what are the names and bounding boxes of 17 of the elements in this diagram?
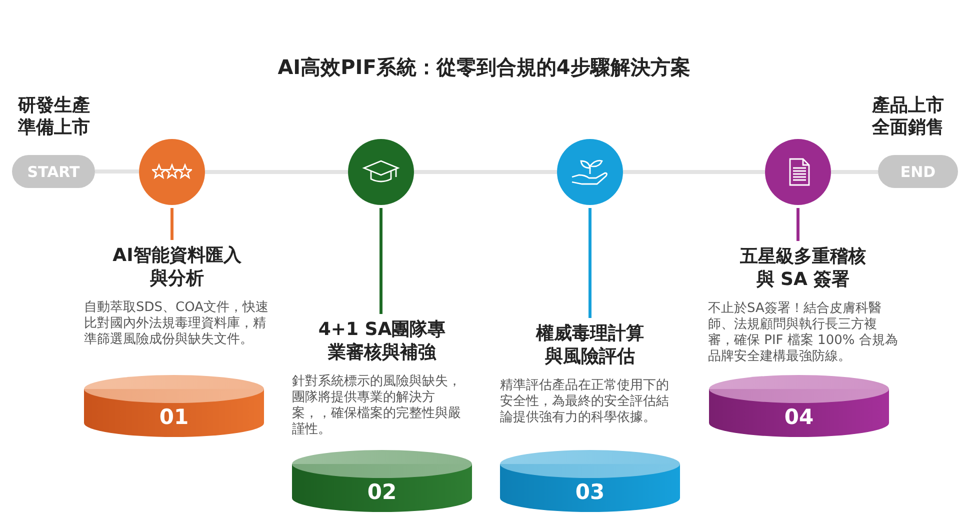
step-description: 不止於SA簽署！結合皮膚科醫師、法規顧問與執行長三方複審，確保 PIF 檔案 100% 合規為品牌安全建構最強防線。: [708, 301, 898, 365]
diagram-title: AI高效PIF系統：從零到合規的4步驟解決方案: [276, 54, 692, 81]
step-heading: 五星級多重稽核與 SA 簽署: [739, 245, 867, 291]
terminal-pill: END: [878, 155, 958, 188]
step-heading: AI智能資料匯入與分析: [112, 244, 242, 290]
step-description: 精準評估產品在正常使用下的安全性，為最終的安全評估結論提供強有力的科學依據。: [500, 378, 670, 426]
connector-line: [796, 208, 800, 241]
milestone-label: 研發生產準備上市: [18, 95, 91, 139]
connector-line: [588, 208, 592, 318]
milestone-label: 產品上市全面銷售: [872, 95, 945, 139]
step-heading: 權威毒理計算與風險評估: [534, 322, 645, 368]
step-description: 針對系統標示的風險與缺失，團隊將提供專業的解決方案，，確保檔案的完整性與嚴謹性。: [292, 374, 462, 438]
step-heading: 4+1 SA團隊專業審核與補強: [317, 318, 447, 364]
connector-line: [170, 208, 174, 240]
terminal-pill: START: [12, 155, 95, 188]
connector-line: [380, 208, 382, 314]
step-description: 自動萃取SDS、COA文件，快速比對國內外法規毒理資料庫，精準篩選風險成份與缺失文件。: [84, 300, 270, 348]
